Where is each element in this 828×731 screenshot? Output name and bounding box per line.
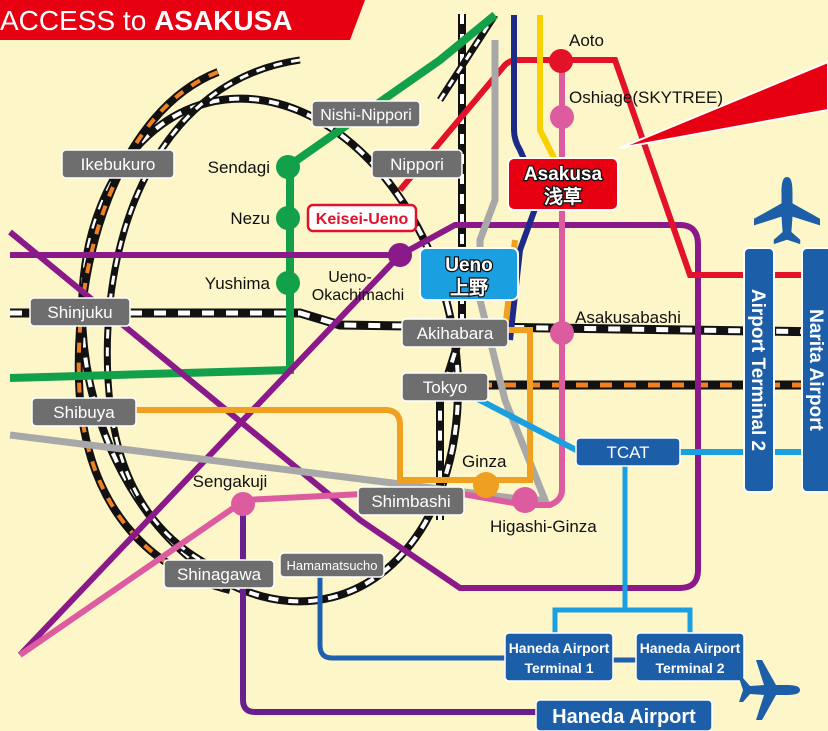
station-nishi-nippori: Nishi-Nippori — [320, 107, 412, 124]
station-markers — [231, 49, 574, 516]
station-shibuya: Shibuya — [53, 403, 115, 422]
station-ueno-okachimachi-line1: Ueno- — [328, 269, 372, 286]
yellow-line — [537, 15, 563, 172]
station-box-nippori: Nippori — [371, 149, 463, 179]
hub-asakusa-ja: 浅草 — [544, 185, 582, 208]
title-banner: ACCESS to ASAKUSA — [0, 0, 365, 40]
station-hamamatsucho: Hamamatsucho — [286, 558, 377, 573]
hub-haneda-airport-label: Haneda Airport — [552, 706, 696, 728]
hub-haneda-t2-line1: Haneda Airport — [640, 640, 741, 656]
station-box-shinagawa: Shinagawa — [163, 559, 275, 589]
hub-narita-airport: Narita Airport — [801, 247, 828, 493]
station-box-tokyo: Tokyo — [401, 372, 489, 402]
station-box-nishi-nippori: Nishi-Nippori — [311, 100, 421, 128]
station-shinjuku: Shinjuku — [47, 303, 112, 322]
title-prefix: ACCESS to — [0, 5, 154, 36]
station-keisei-ueno: Keisei-Ueno — [316, 211, 409, 228]
station-higashi-ginza: Higashi-Ginza — [490, 517, 597, 536]
hub-narita-airport-label: Narita Airport — [805, 309, 826, 431]
station-oshiage: Oshiage(SKYTREE) — [569, 88, 723, 107]
hub-haneda-t2: Haneda Airport Terminal 2 — [635, 632, 745, 682]
hub-haneda-t1-line2: Terminal 1 — [525, 660, 594, 676]
station-tokyo: Tokyo — [423, 378, 467, 397]
station-box-ikebukuro: Ikebukuro — [61, 149, 175, 179]
hub-asakusa-en: Asakusa — [524, 164, 603, 185]
station-yushima: Yushima — [205, 274, 271, 293]
station-sendagi: Sendagi — [208, 158, 270, 177]
purple-line-haneda — [240, 502, 550, 715]
station-box-keisei-ueno: Keisei-Ueno — [306, 203, 418, 233]
hub-asakusa: Asakusa 浅草 — [507, 157, 619, 211]
station-asakusabashi: Asakusabashi — [575, 308, 681, 327]
hub-haneda-t1-line1: Haneda Airport — [509, 640, 610, 656]
station-aoto: Aoto — [569, 31, 604, 50]
hub-ueno-en: Ueno — [445, 255, 493, 276]
title-name: ASAKUSA — [154, 5, 292, 36]
station-ueno-okachimachi-line2: Okachimachi — [312, 287, 404, 304]
svg-text:ACCESS to ASAKUSA: ACCESS to ASAKUSA — [0, 5, 293, 36]
hub-airport-terminal-2: Airport Terminal 2 — [743, 247, 775, 493]
station-tcat: TCAT — [606, 443, 649, 462]
hub-ueno-ja: 上野 — [450, 277, 488, 299]
station-akihabara: Akihabara — [417, 324, 494, 343]
hub-haneda-t1: Haneda Airport Terminal 1 — [504, 632, 614, 682]
blue-line — [317, 570, 548, 661]
station-box-shinjuku: Shinjuku — [29, 297, 131, 327]
station-nippori: Nippori — [390, 155, 444, 174]
station-sengakuji: Sengakuji — [193, 472, 268, 491]
station-box-akihabara: Akihabara — [401, 318, 509, 348]
station-nezu: Nezu — [230, 209, 270, 228]
speech-pointer — [619, 60, 828, 149]
hub-ueno: Ueno 上野 — [419, 247, 519, 301]
station-box-shibuya: Shibuya — [31, 397, 137, 427]
purple-line-south — [17, 252, 403, 658]
hub-haneda-t2-line2: Terminal 2 — [656, 660, 725, 676]
station-box-hamamatsucho: Hamamatsucho — [279, 552, 385, 578]
station-shimbashi: Shimbashi — [371, 492, 450, 511]
hub-tcat: TCAT — [575, 437, 681, 467]
station-shinagawa: Shinagawa — [177, 565, 262, 584]
hub-airport-terminal-2-label: Airport Terminal 2 — [747, 289, 768, 451]
station-ikebukuro: Ikebukuro — [81, 155, 156, 174]
station-box-shimbashi: Shimbashi — [357, 486, 465, 516]
orange-line — [135, 239, 533, 483]
station-ginza: Ginza — [462, 452, 507, 471]
hub-haneda-airport: Haneda Airport — [535, 699, 713, 731]
purple-line — [8, 222, 701, 591]
